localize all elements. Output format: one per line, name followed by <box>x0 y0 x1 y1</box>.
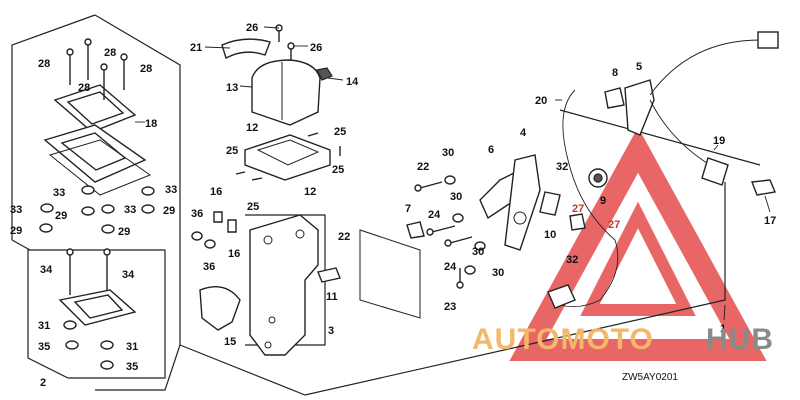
callout-27: 27 <box>572 203 584 215</box>
callout-10: 10 <box>544 229 556 241</box>
callout-2: 2 <box>40 377 46 389</box>
callout-26: 26 <box>246 22 258 34</box>
callout-12: 12 <box>304 186 316 198</box>
callout-30: 30 <box>492 267 504 279</box>
callout-22: 22 <box>338 231 350 243</box>
callout-29: 29 <box>55 210 67 222</box>
plate-outline <box>359 229 421 319</box>
callout-11: 11 <box>326 291 338 303</box>
callout-28: 28 <box>104 47 116 59</box>
left-assembly-frame <box>11 14 181 391</box>
callout-17: 17 <box>764 215 776 227</box>
lower-plate-assembly <box>58 248 137 370</box>
callout-30: 30 <box>442 147 454 159</box>
callout-4: 4 <box>520 127 527 139</box>
callout-7: 7 <box>405 203 411 215</box>
callout-24: 24 <box>444 261 457 273</box>
callout-35: 35 <box>126 361 138 373</box>
callout-32: 32 <box>556 161 568 173</box>
lever-bracket-3 <box>249 214 319 356</box>
watermark-text-part2: HUB <box>706 323 774 356</box>
callout-31: 31 <box>38 320 50 332</box>
callout-33: 33 <box>10 204 22 216</box>
callout-25: 25 <box>334 126 346 138</box>
callout-29: 29 <box>118 226 130 238</box>
callout-3: 3 <box>328 325 334 337</box>
callout-34: 34 <box>122 269 135 281</box>
callout-27: 27 <box>608 219 620 231</box>
callout-20: 20 <box>535 95 547 107</box>
callout-labels: 28 28 28 28 18 33 33 33 33 29 29 29 29 3… <box>10 22 776 389</box>
callout-36: 36 <box>203 261 215 273</box>
callout-29: 29 <box>163 205 175 217</box>
callout-30: 30 <box>472 246 484 258</box>
callout-18: 18 <box>145 118 157 130</box>
callout-32: 32 <box>566 254 578 266</box>
callout-28: 28 <box>38 58 50 70</box>
callout-9: 9 <box>600 195 606 207</box>
watermark-logo <box>509 127 767 361</box>
callout-14: 14 <box>346 76 359 88</box>
drawing-code: ZW5AY0201 <box>622 372 678 383</box>
callout-33: 33 <box>165 184 177 196</box>
callout-28: 28 <box>78 82 90 94</box>
lower-left-frame <box>27 249 166 379</box>
callout-21: 21 <box>190 42 202 54</box>
callout-22: 22 <box>417 161 429 173</box>
cable-assembly <box>547 31 779 309</box>
callout-30: 30 <box>450 191 462 203</box>
pins-16-36 <box>191 211 237 249</box>
callout-16: 16 <box>228 248 240 260</box>
callout-34: 34 <box>40 264 53 276</box>
cover-assembly <box>221 24 333 126</box>
watermark-text: AUTOMOTO HUB <box>472 323 774 356</box>
callout-35: 35 <box>38 341 50 353</box>
bracket-assembly-12 <box>235 132 341 181</box>
callout-33: 33 <box>124 204 136 216</box>
leader-lines <box>135 26 771 321</box>
callout-1: 1 <box>720 323 726 335</box>
callout-15: 15 <box>224 336 236 348</box>
callout-31: 31 <box>126 341 138 353</box>
callout-25: 25 <box>226 145 238 157</box>
callout-28: 28 <box>140 63 152 75</box>
callout-23: 23 <box>444 301 456 313</box>
callout-29: 29 <box>10 225 22 237</box>
callout-12: 12 <box>246 122 258 134</box>
callout-25: 25 <box>332 164 344 176</box>
callout-16: 16 <box>210 186 222 198</box>
callout-5: 5 <box>636 61 642 73</box>
part-15-cover <box>199 286 241 331</box>
callout-33: 33 <box>53 187 65 199</box>
callout-36: 36 <box>191 208 203 220</box>
main-assembly-frame <box>179 109 761 396</box>
clip-11 <box>317 267 341 283</box>
screw-set <box>414 175 486 289</box>
callout-25: 25 <box>247 201 259 213</box>
callout-13: 13 <box>226 82 238 94</box>
callout-26: 26 <box>310 42 322 54</box>
shift-lever-assembly <box>406 154 608 251</box>
nut-washer-set <box>39 185 155 234</box>
callout-24: 24 <box>428 209 441 221</box>
control-plate-assembly <box>43 84 152 196</box>
callout-6: 6 <box>488 144 494 156</box>
callout-8: 8 <box>612 67 618 79</box>
watermark-text-part1: AUTOMOTO <box>472 323 654 356</box>
callout-19: 19 <box>713 135 725 147</box>
bolt-set-28 <box>66 38 128 100</box>
